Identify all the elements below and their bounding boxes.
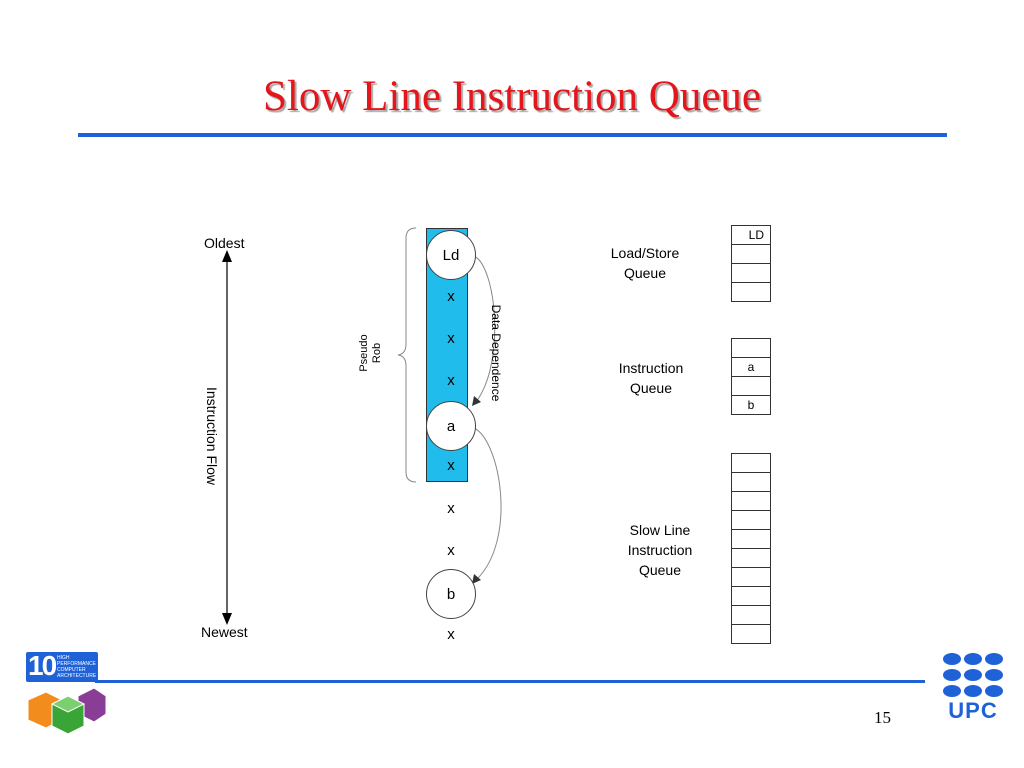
load-store-queue-cell — [732, 283, 770, 302]
hpca-logo-banner — [26, 652, 98, 682]
slow-line-queue-label-line2: Instruction — [627, 542, 693, 558]
page-number: 15 — [874, 708, 891, 727]
slide-title: Slow Line Instruction Queue — [263, 73, 761, 120]
load-store-queue-label-line1: Load/Store — [610, 245, 680, 261]
slow-line-queue-cell — [732, 473, 770, 492]
instruction-x: x — [447, 542, 455, 559]
load-store-queue-cell — [732, 264, 770, 283]
hpca-logo-text: HIGH PERFORMANCE COMPUTER ARCHITECTURE — [57, 655, 97, 679]
pseudo-rob-line2: Rob — [371, 342, 383, 364]
slow-line-queue-cell — [732, 625, 770, 644]
slow-line-queue-cell — [732, 454, 770, 473]
footer-rule — [95, 680, 925, 683]
instruction-x: x — [447, 500, 455, 517]
slow-line-queue-cell — [732, 587, 770, 606]
slow-line-queue-cell — [732, 511, 770, 530]
hpca-logo: 10 HIGH PERFORMANCE COMPUTER ARCHITECTUR… — [26, 650, 108, 736]
instruction-ld-circle: Ld — [426, 230, 476, 280]
slow-line-queue-cell — [732, 568, 770, 587]
upc-dots-icon — [943, 653, 1003, 697]
hpca-cubes-icon — [27, 687, 107, 735]
load-store-queue-cell — [732, 245, 770, 264]
instruction-x: x — [447, 372, 455, 389]
instruction-x: x — [447, 288, 455, 305]
load-store-queue: LD — [731, 225, 771, 302]
instruction-x: x — [447, 330, 455, 347]
instruction-flow-arrow — [222, 250, 232, 625]
upc-logo-text: UPC — [948, 698, 998, 723]
upc-logo: UPC — [942, 652, 1004, 724]
instruction-x: x — [447, 457, 455, 474]
instruction-queue-label-line2: Queue — [629, 380, 673, 396]
slow-line-queue-cell — [732, 606, 770, 625]
pseudo-rob-brace — [397, 227, 417, 483]
instruction-queue-cell — [732, 339, 770, 358]
instruction-b-circle: b — [426, 569, 476, 619]
hpca-logo-number: 10 — [28, 650, 57, 681]
slow-line-queue-cell — [732, 530, 770, 549]
slow-line-queue-label: Slow Line Instruction Queue — [605, 520, 715, 580]
instruction-a-circle: a — [426, 401, 476, 451]
slow-line-queue-label-line1: Slow Line — [629, 522, 691, 538]
data-dependence-label: Data Dependence — [489, 304, 503, 402]
instruction-queue-label: Instruction Queue — [596, 358, 706, 398]
slow-line-queue-cell — [732, 492, 770, 511]
oldest-label: Oldest — [204, 235, 245, 251]
load-store-queue-label: Load/Store Queue — [590, 243, 700, 283]
pseudo-rob-line1: Pseudo — [358, 334, 370, 372]
title-underline — [78, 133, 947, 137]
slow-line-queue-cell — [732, 549, 770, 568]
slow-line-queue-label-line3: Queue — [638, 562, 682, 578]
data-dependence-arrows — [472, 255, 502, 584]
slow-line-queue — [731, 453, 771, 644]
pseudo-rob-label: Pseudo Rob — [358, 313, 384, 393]
newest-label: Newest — [201, 624, 248, 640]
load-store-queue-cell: LD — [732, 226, 770, 245]
load-store-queue-label-line2: Queue — [623, 265, 667, 281]
instruction-queue-cell: b — [732, 396, 770, 415]
instruction-queue-label-line1: Instruction — [618, 360, 684, 376]
instruction-queue: a b — [731, 338, 771, 415]
instruction-queue-cell — [732, 377, 770, 396]
instruction-queue-cell: a — [732, 358, 770, 377]
instruction-x: x — [447, 626, 455, 643]
instruction-flow-label: Instruction Flow — [204, 386, 220, 486]
